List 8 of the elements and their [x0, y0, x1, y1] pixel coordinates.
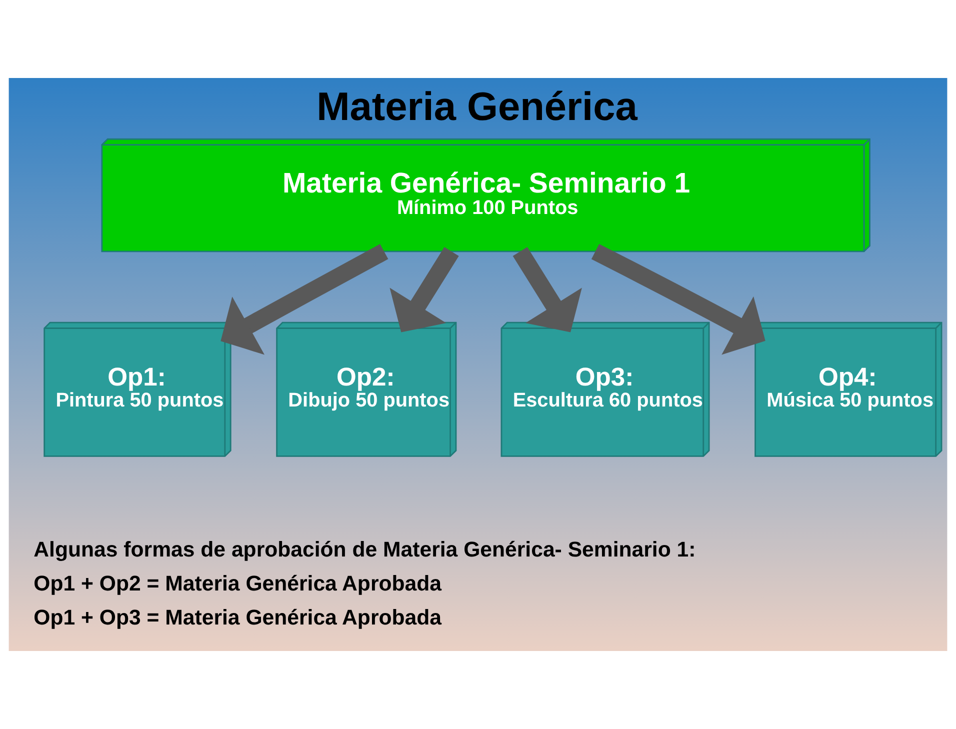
label: Op1 + Op3 = Materia Genérica Aprobada: [34, 606, 442, 630]
arrow: [512, 247, 582, 332]
label: Algunas formas de aprobación de Materia Genérica- Seminario 1:: [34, 537, 696, 562]
diagram-title: Materia Genérica: [316, 84, 638, 129]
arrow: [220, 244, 388, 355]
label: Op1 + Op2 = Materia Genérica Aprobada: [34, 572, 442, 596]
arrow: [591, 244, 766, 355]
arrow: [390, 247, 459, 332]
